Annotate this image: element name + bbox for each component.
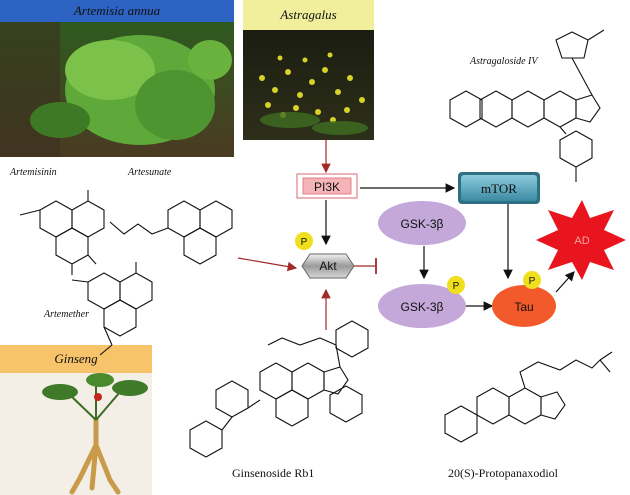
artemisinin-label: Artemisinin xyxy=(10,167,57,178)
ginsenoside-label: Ginsenoside Rb1 xyxy=(232,466,315,480)
pi3k-node xyxy=(296,173,358,199)
gsk-phospho-circle xyxy=(447,276,465,294)
akt-node xyxy=(301,253,355,279)
ginsenoside-structure xyxy=(189,320,369,458)
protopanaxadiol-label: 20(S)-Protopanaxodiol xyxy=(448,466,558,480)
artemisinin-structure xyxy=(19,190,105,275)
astragalus-header: Astragalus xyxy=(243,0,374,30)
protopanaxadiol-structure xyxy=(444,351,613,443)
akt-inhibits-gsk xyxy=(352,258,377,274)
gsk-phospho-label: P xyxy=(453,281,460,292)
tau-to-ad-arrow xyxy=(555,271,575,293)
tau-node xyxy=(492,285,556,327)
artemisia-photo xyxy=(0,22,234,157)
akt-label: Akt xyxy=(319,259,337,273)
tau-phospho-label: P xyxy=(529,276,536,287)
artemisia-header: Artemisia annua xyxy=(0,0,234,22)
astragaloside-structure xyxy=(449,29,605,182)
ginseng-header: Ginseng xyxy=(0,345,152,373)
gsk-upper-label: GSK-3β xyxy=(401,217,444,231)
akt-phospho-label: P xyxy=(301,237,308,248)
ad-node xyxy=(536,200,626,280)
artesunate-structure xyxy=(109,200,233,265)
artemisinin-to-akt-arrow xyxy=(237,257,298,272)
mtor-label: mTOR xyxy=(481,181,517,196)
mtor-node xyxy=(458,172,540,204)
astragaloside-label: Astragaloside IV xyxy=(470,56,538,67)
artesunate-label: Artesunate xyxy=(128,167,172,178)
gsk-lower-node xyxy=(378,284,466,328)
astragalus-photo xyxy=(243,30,374,140)
ad-label: AD xyxy=(574,235,589,247)
akt-phospho-circle xyxy=(295,232,313,250)
artemether-structure xyxy=(71,262,153,356)
artemether-label: Artemether xyxy=(44,309,89,320)
gsk-upper-node xyxy=(378,201,466,245)
tau-phospho-circle xyxy=(523,271,541,289)
gsk-lower-label: GSK-3β xyxy=(401,300,444,314)
pi3k-label: PI3K xyxy=(314,180,340,194)
ginseng-photo xyxy=(0,373,152,495)
tau-label: Tau xyxy=(514,300,533,314)
